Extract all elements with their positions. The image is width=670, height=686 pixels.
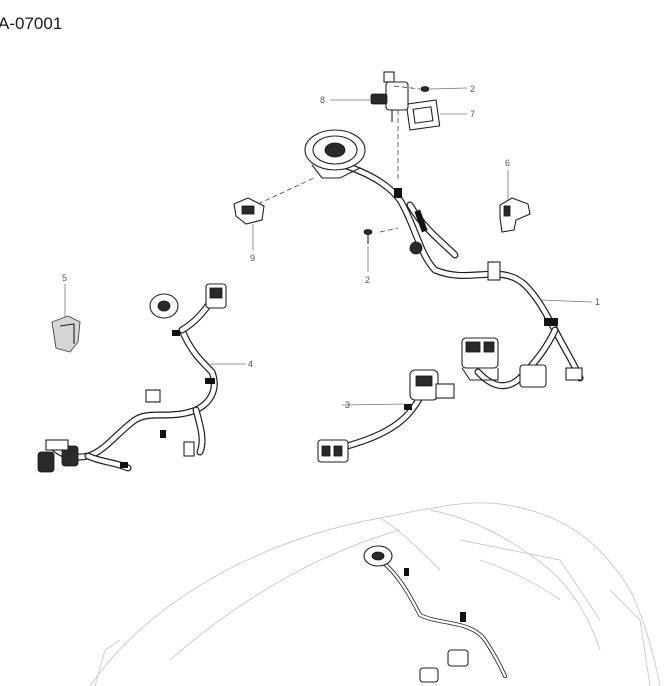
vehicle-harness-location (363, 545, 507, 683)
callout-2-middle: 2 (365, 275, 370, 285)
callout-leaders (64, 87, 593, 406)
callout-5: 5 (62, 273, 67, 283)
callout-3: 3 (345, 400, 350, 410)
gasket-part-7 (405, 99, 441, 131)
assembly-lines (257, 85, 421, 233)
main-harness (304, 129, 584, 390)
harness-part-3 (317, 369, 455, 463)
screw-part-2-top (420, 86, 430, 92)
callout-8: 8 (320, 95, 325, 105)
callout-1: 1 (595, 297, 600, 307)
callout-6: 6 (505, 158, 510, 168)
callout-9: 9 (250, 253, 255, 263)
bracket-part-6 (499, 197, 531, 233)
callout-4: 4 (248, 359, 253, 369)
bracket-part-5 (51, 315, 81, 353)
vehicle-outline (89, 502, 661, 686)
bracket-part-9 (233, 197, 265, 225)
callout-2-top: 2 (470, 84, 475, 94)
diagram-reference: A-07001 (0, 14, 63, 33)
callout-7: 7 (470, 109, 475, 119)
sensor-part-8 (370, 71, 409, 122)
harness-part-4 (37, 283, 227, 473)
callout-labels: 1 2 2 3 4 5 6 7 8 9 (62, 84, 600, 410)
screw-part-2-middle (363, 229, 373, 244)
